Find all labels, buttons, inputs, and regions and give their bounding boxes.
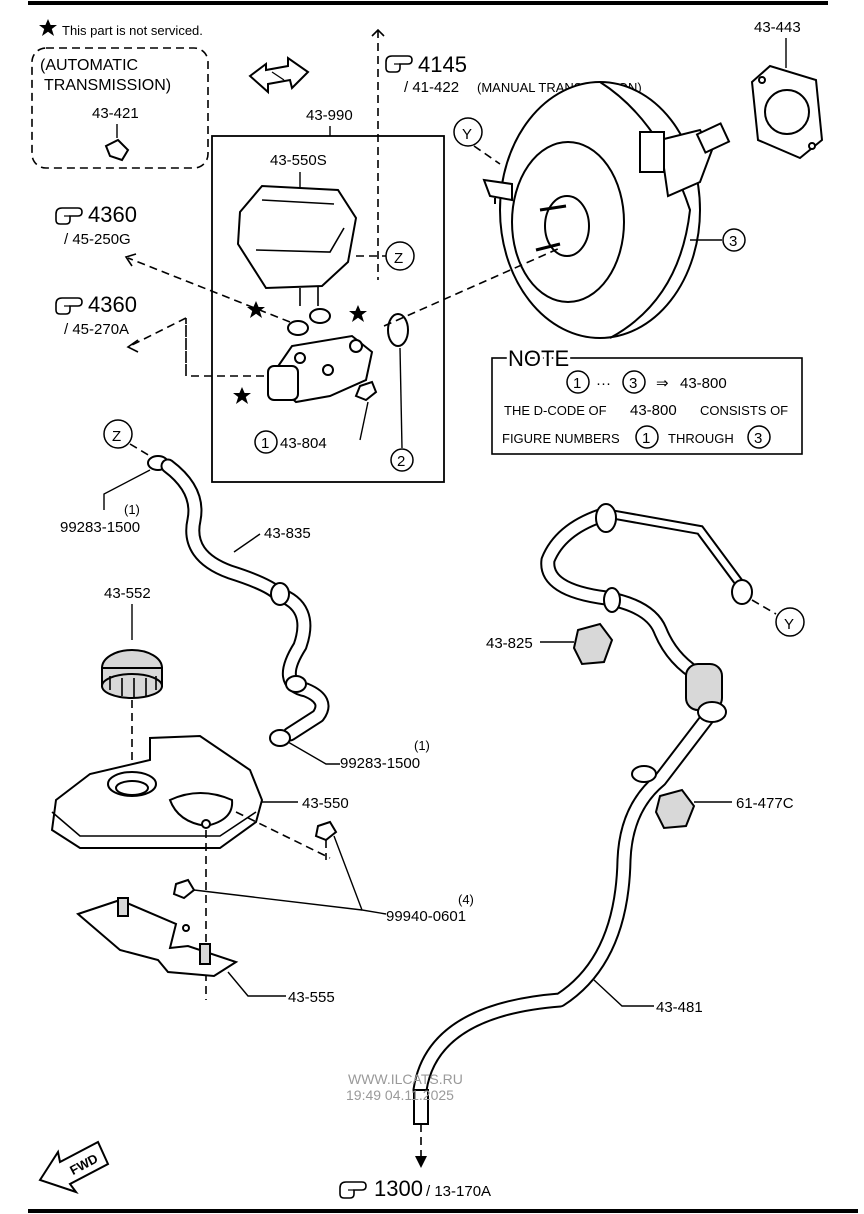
part-43-825-label: 43-825	[486, 635, 533, 652]
part-43-835-hose[interactable]	[160, 458, 330, 742]
svg-text:Z: Z	[112, 428, 121, 445]
note-line3-n3: 3	[754, 430, 762, 447]
part-43-552-cap[interactable]	[101, 649, 163, 699]
note-line2-b: CONSISTS OF	[700, 403, 788, 418]
auto-box-line2: TRANSMISSION)	[44, 77, 171, 94]
part-99940-qty: (4)	[458, 892, 474, 907]
part-43-804-nut[interactable]	[354, 380, 378, 402]
part-99940-label: 99940-0601	[386, 908, 466, 925]
part-43-421[interactable]	[104, 124, 130, 162]
double-arrow-icon	[248, 56, 310, 95]
ref-4145-sub[interactable]: / 41-422	[404, 79, 459, 96]
note-line3-a: FIGURE NUMBERS	[502, 431, 620, 446]
part-99283a-qty: (1)	[124, 502, 140, 517]
brake-booster[interactable]	[482, 81, 731, 339]
ref-1300-sub[interactable]: / 13-170A	[426, 1183, 491, 1200]
svg-text:Y: Y	[784, 616, 794, 633]
note-arrow: ⇒	[656, 375, 669, 392]
note-dots: ···	[596, 375, 611, 392]
callout-3: 3	[722, 228, 746, 252]
note-title: NOTE	[508, 346, 569, 371]
part-43-550s-label: 43-550S	[270, 152, 327, 169]
ref-4360b-sub[interactable]: / 45-270A	[64, 321, 129, 338]
part-43-443-label: 43-443	[754, 19, 801, 36]
part-43-550-tank[interactable]	[50, 734, 264, 849]
part-43-481-vacuum-hose[interactable]	[412, 503, 753, 1125]
part-43-421-label: 43-421	[92, 105, 139, 122]
part-61-477c-clip[interactable]	[654, 788, 696, 830]
callout-1: 1	[254, 430, 278, 454]
ref-4360b-number[interactable]: 4360	[88, 292, 137, 317]
ref-1300-number[interactable]: 1300	[374, 1176, 423, 1201]
part-43-555-bracket[interactable]	[76, 897, 239, 978]
svg-text:Z: Z	[394, 250, 403, 267]
callout-y-top: Y	[453, 117, 483, 147]
pointing-hand-icon	[339, 1181, 367, 1199]
fwd-arrow-icon: FWD	[38, 1140, 110, 1194]
part-43-552-label: 43-552	[104, 585, 151, 602]
note-line3-n1: 1	[642, 430, 650, 447]
watermark-line2: 19:49 04.11.2025	[346, 1087, 454, 1103]
svg-text:2: 2	[397, 453, 405, 470]
svg-text:3: 3	[729, 233, 737, 250]
bolt-99940-left[interactable]	[172, 878, 196, 900]
note-line2-a: THE D-CODE OF	[504, 403, 607, 418]
svg-text:Y: Y	[462, 126, 472, 143]
ref-4360a-number[interactable]: 4360	[88, 202, 137, 227]
part-43-443[interactable]	[750, 64, 824, 160]
note-line3-b: THROUGH	[668, 431, 734, 446]
callout-z-top: Z	[385, 241, 415, 271]
note-n1: 1	[573, 375, 581, 392]
pointing-hand-icon	[55, 297, 83, 315]
callout-y-bottom: Y	[775, 607, 805, 637]
master-cylinder[interactable]	[267, 334, 374, 404]
star-icon	[39, 19, 57, 36]
o-ring-2[interactable]	[387, 313, 409, 347]
part-43-550-label: 43-550	[302, 795, 349, 812]
part-99283b-label: 99283-1500	[340, 755, 420, 772]
legend-note: This part is not serviced.	[62, 23, 203, 38]
ref-4360a-sub[interactable]: / 45-250G	[64, 231, 131, 248]
part-99283b-qty: (1)	[414, 738, 430, 753]
part-99283a-label: 99283-1500	[60, 519, 140, 536]
pointing-hand-icon	[55, 207, 83, 225]
auto-box-line1: (AUTOMATIC	[40, 57, 138, 74]
master-cylinder-group	[211, 135, 445, 483]
part-43-550s-reservoir[interactable]	[236, 184, 358, 306]
star-icon	[349, 305, 367, 322]
ref-4145-number[interactable]: 4145	[418, 52, 467, 77]
pointing-hand-icon	[385, 55, 413, 73]
star-icon	[233, 387, 251, 404]
part-61-477c-label: 61-477C	[736, 795, 794, 812]
part-43-804-label: 43-804	[280, 435, 327, 452]
note-target: 43-800	[680, 375, 727, 392]
note-line2-code: 43-800	[630, 402, 677, 419]
part-43-481-label: 43-481	[656, 999, 703, 1016]
note-n3: 3	[629, 375, 637, 392]
watermark-line1: WWW.ILCATS.RU	[348, 1071, 463, 1087]
seal-grommet-right[interactable]	[309, 308, 331, 324]
callout-2: 2	[390, 448, 414, 472]
part-43-825-clip[interactable]	[572, 622, 614, 666]
part-43-990-label: 43-990	[306, 107, 353, 124]
part-43-555-label: 43-555	[288, 989, 335, 1006]
hose-clamp-lower[interactable]	[269, 729, 291, 747]
svg-text:1: 1	[261, 435, 269, 452]
automatic-transmission-box	[31, 47, 209, 169]
star-icon	[247, 301, 265, 318]
seal-grommet-left[interactable]	[287, 320, 309, 336]
part-43-835-label: 43-835	[264, 525, 311, 542]
bolt-99940-right[interactable]	[314, 820, 338, 860]
callout-z-bottom: Z	[103, 419, 133, 449]
